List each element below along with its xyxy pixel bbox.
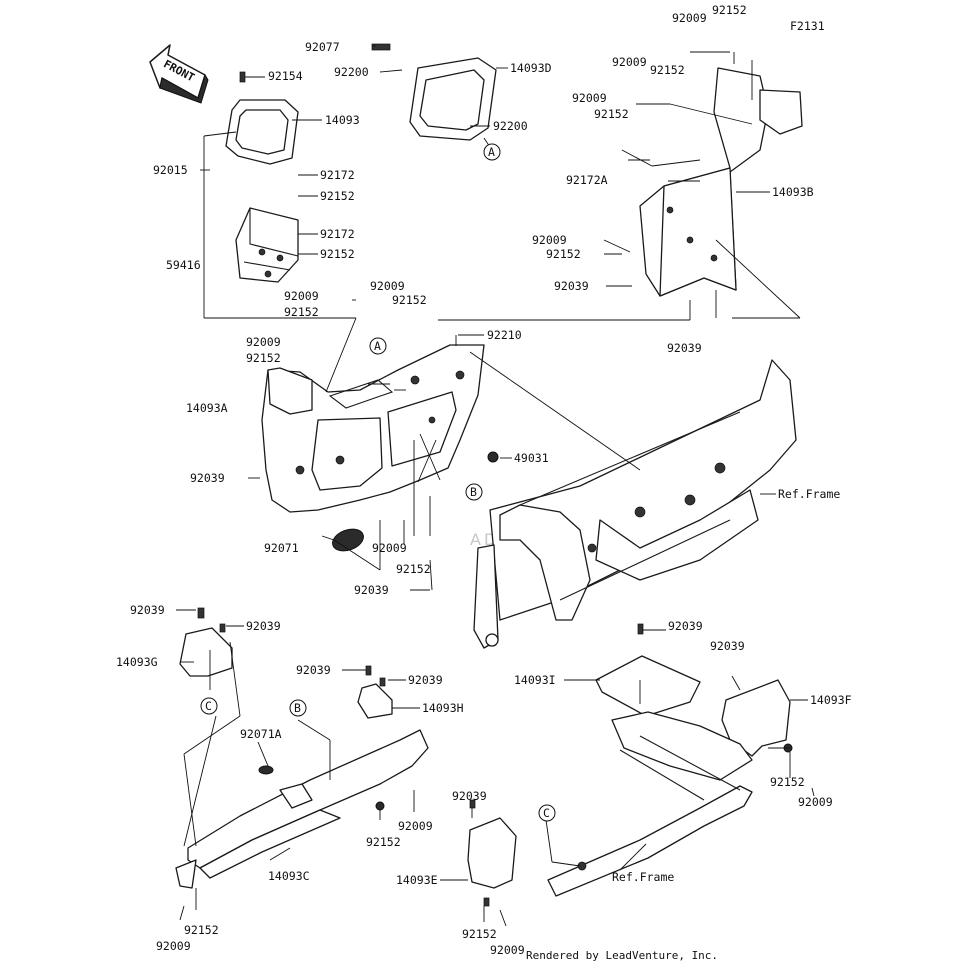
label-14093f: 14093F: [810, 693, 852, 707]
label-92152-e: 92152: [246, 351, 281, 365]
lower-frame: [547, 711, 753, 897]
label-92152-d: 92152: [392, 293, 427, 307]
label-92009-l: 92009: [490, 943, 525, 957]
part-14093i-plate: [595, 623, 701, 717]
callout-a-top-label: A: [488, 145, 495, 159]
label-92009-a: 92009: [284, 289, 319, 303]
label-92172a: 92172A: [566, 173, 608, 187]
label-92200-a: 92200: [334, 65, 369, 79]
label-92039-f: 92039: [246, 619, 281, 633]
label-92039-b: 92039: [354, 583, 389, 597]
label-92152-j: 92152: [546, 247, 581, 261]
label-ref-frame-lower: Ref.Frame: [612, 870, 674, 884]
part-14093-cover: [225, 71, 299, 165]
part-labels: 92077 92200 14093D 92200 92154 14093 920…: [116, 3, 852, 957]
part-14093a-panel: [261, 344, 485, 513]
label-92009-e: 92009: [672, 11, 707, 25]
callout-a-mid: A: [369, 337, 387, 355]
label-92009-g: 92009: [572, 91, 607, 105]
label-92039-h: 92039: [408, 673, 443, 687]
part-14093d-cover: [371, 43, 497, 141]
label-92071a: 92071A: [240, 727, 282, 741]
label-92009-h: 92009: [532, 233, 567, 247]
label-14093i: 14093I: [514, 673, 556, 687]
label-14093g: 14093G: [116, 655, 158, 669]
label-92172-a: 92172: [320, 168, 355, 182]
leader-lines: [176, 45, 815, 927]
label-14093b: 14093B: [772, 185, 814, 199]
callout-b-low: B: [289, 699, 307, 717]
label-92009-j: 92009: [156, 939, 191, 953]
callout-a-top: A: [483, 143, 501, 161]
main-frame: [473, 359, 797, 649]
callout-c-right-label: C: [543, 806, 550, 820]
part-14093b-panel: [639, 67, 803, 297]
label-92009-d: 92009: [372, 541, 407, 555]
label-14093a: 14093A: [186, 401, 228, 415]
part-14093e-guard: [467, 799, 517, 907]
label-92152-g: 92152: [712, 3, 747, 17]
label-92077: 92077: [305, 40, 340, 54]
label-14093h: 14093H: [422, 701, 464, 715]
footer-credit: Rendered by LeadVenture, Inc.: [526, 949, 718, 962]
label-92200-b: 92200: [493, 119, 528, 133]
label-92009-b: 92009: [370, 279, 405, 293]
label-92039-e: 92039: [130, 603, 165, 617]
part-92071-grommet: [332, 528, 364, 552]
label-92039-g: 92039: [296, 663, 331, 677]
part-14093g-guard: [179, 607, 233, 677]
label-92152-b: 92152: [320, 247, 355, 261]
label-92152-k: 92152: [366, 835, 401, 849]
label-ref-frame-upper: Ref.Frame: [778, 487, 840, 501]
label-92152-m: 92152: [770, 775, 805, 789]
label-92009-c: 92009: [246, 335, 281, 349]
label-92015: 92015: [153, 163, 188, 177]
callout-a-mid-label: A: [374, 339, 381, 353]
label-92039-i: 92039: [668, 619, 703, 633]
front-direction-arrow: FRONT: [149, 44, 209, 104]
label-92039-c: 92039: [554, 279, 589, 293]
label-92154: 92154: [268, 69, 303, 83]
label-14093c: 14093C: [268, 869, 310, 883]
label-92039-k: 92039: [452, 789, 487, 803]
figure-code: F2131: [790, 19, 825, 33]
label-92009-f: 92009: [612, 55, 647, 69]
callout-b-mid: B: [465, 483, 483, 501]
label-14093e: 14093E: [396, 873, 438, 887]
label-92071: 92071: [264, 541, 299, 555]
label-92039-j: 92039: [710, 639, 745, 653]
label-92152-h: 92152: [650, 63, 685, 77]
callout-c-left: C: [200, 697, 218, 715]
label-14093d: 14093D: [510, 61, 552, 75]
callout-c-left-label: C: [205, 699, 212, 713]
part-14093c-skid-plate: [175, 729, 429, 889]
callout-b-low-label: B: [294, 701, 301, 715]
label-14093: 14093: [325, 113, 360, 127]
label-92009-i: 92009: [398, 819, 433, 833]
label-92210: 92210: [487, 328, 522, 342]
label-92009-k: 92009: [798, 795, 833, 809]
label-49031: 49031: [514, 451, 549, 465]
label-92039-d: 92039: [667, 341, 702, 355]
label-92152-c: 92152: [284, 305, 319, 319]
label-92152-n: 92152: [462, 927, 497, 941]
label-92152-l: 92152: [184, 923, 219, 937]
label-92172-b: 92172: [320, 227, 355, 241]
label-92152-f: 92152: [396, 562, 431, 576]
callout-c-right: C: [538, 804, 556, 822]
label-92152-i: 92152: [594, 107, 629, 121]
part-59416-bracket: [235, 207, 299, 283]
part-14093f-plate: [721, 679, 793, 757]
label-92152-a: 92152: [320, 189, 355, 203]
label-59416: 59416: [166, 258, 201, 272]
callout-b-mid-label: B: [470, 485, 477, 499]
part-14093h-bracket: [357, 665, 393, 719]
label-92039-a: 92039: [190, 471, 225, 485]
part-49031-nut: [487, 451, 499, 463]
